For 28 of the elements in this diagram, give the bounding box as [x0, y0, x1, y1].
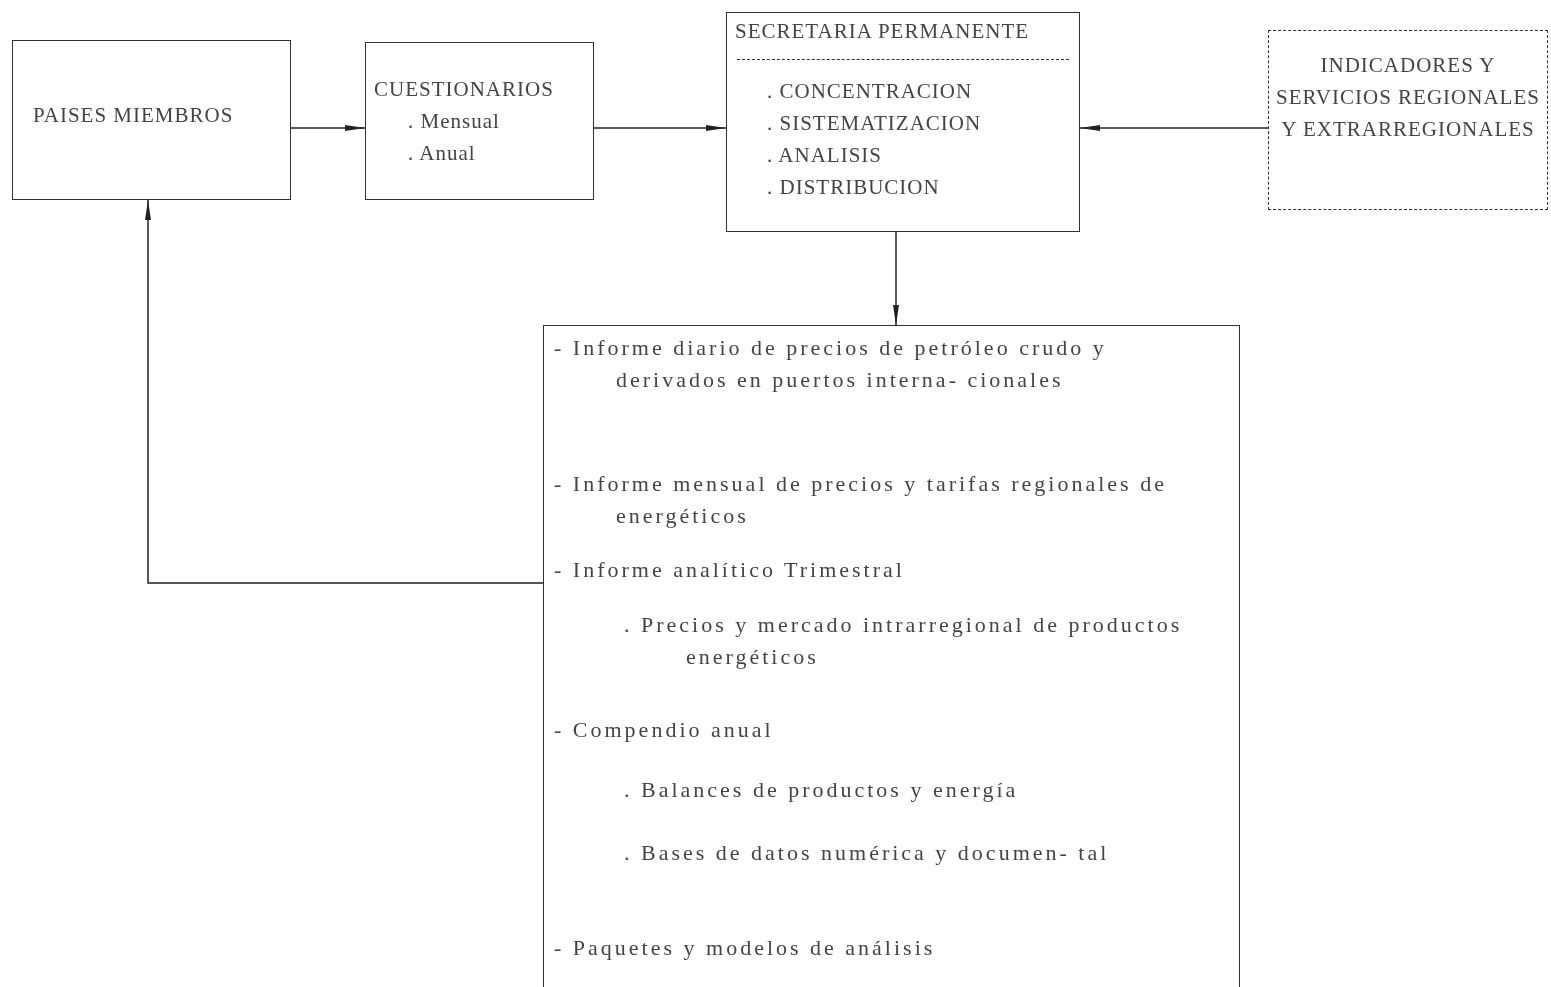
box-heading: CUESTIONARIOS: [374, 77, 554, 102]
list-item: - Informe mensual de precios y tarifas regionales de energéticos: [554, 470, 1168, 530]
box-text: . SISTEMATIZACION: [767, 111, 982, 136]
arrow: [290, 125, 366, 131]
box-text: . Anual: [408, 141, 476, 166]
list-item: . Bases de datos numérica y documen- tal: [624, 839, 1111, 867]
arrow: [145, 199, 544, 584]
box-text: PAISES MIEMBROS: [33, 103, 234, 128]
output-list-box: [543, 325, 1240, 987]
list-item: . Balances de productos y energía: [624, 776, 1020, 804]
process-box: [1268, 30, 1548, 210]
process-box: [365, 42, 594, 200]
box-text: . Mensual: [408, 109, 500, 134]
list-item: - Paquetes y modelos de análisis: [554, 934, 937, 962]
box-text: . ANALISIS: [767, 143, 882, 168]
arrow: [893, 231, 899, 326]
list-item: . Precios y mercado intrarregional de productos energéticos: [624, 611, 1184, 671]
process-box: [12, 40, 291, 200]
list-item: - Informe diario de precios de petróleo crudo y derivados en puertos interna- cionales: [554, 334, 1108, 394]
box-text: . CONCENTRACION: [767, 79, 973, 104]
box-heading: SECRETARIA PERMANENTE: [735, 19, 1030, 44]
process-box: [726, 12, 1080, 232]
arrow: [1079, 125, 1269, 131]
list-item: - Compendio anual: [554, 716, 775, 744]
list-item: - Informe analítico Trimestral: [554, 556, 906, 584]
arrow: [593, 125, 727, 131]
box-text: INDICADORES Y SERVICIOS REGIONALES Y EXTRARREGIONALES: [1275, 52, 1541, 143]
box-text: . DISTRIBUCION: [767, 175, 940, 200]
